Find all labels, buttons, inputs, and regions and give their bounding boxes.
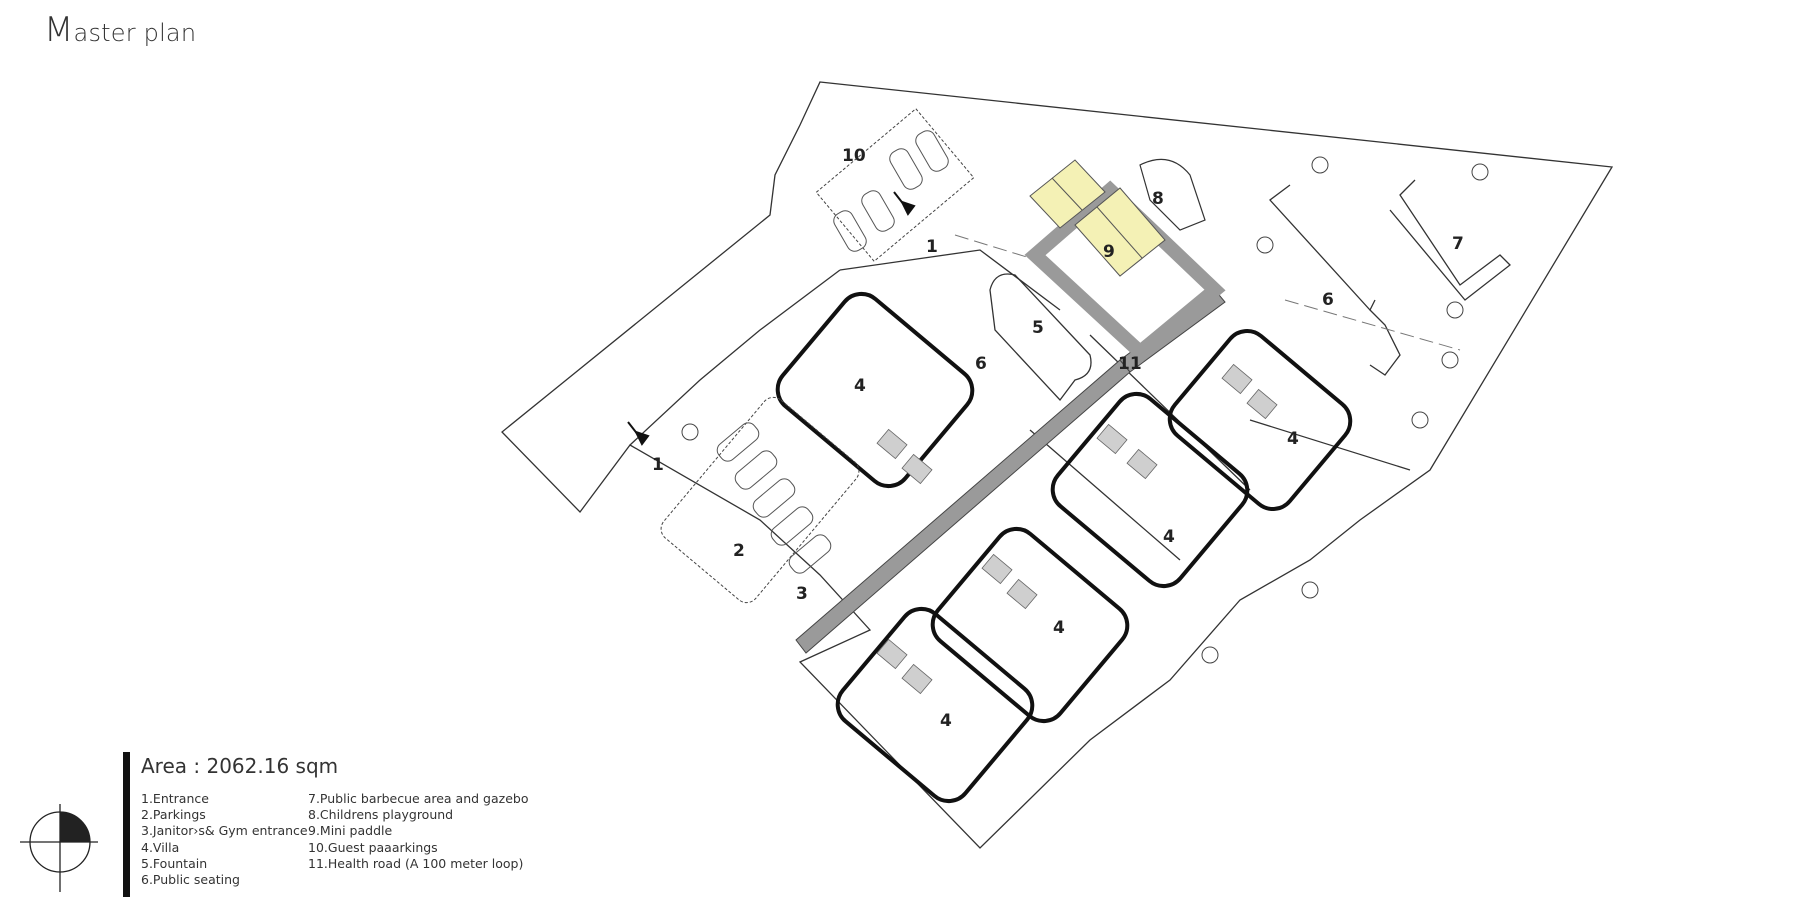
villa-b xyxy=(1050,391,1250,589)
label-entrance-left: 1 xyxy=(652,455,664,475)
label-entrance-top: 1 xyxy=(926,237,938,257)
legend: Area : 2062.16 sqm 1.Entrance 2.Parkings… xyxy=(123,752,583,897)
legend-bar xyxy=(123,752,130,897)
fountain xyxy=(989,273,1092,402)
legend-item: 4.Villa xyxy=(141,839,180,855)
label-janitor: 3 xyxy=(796,584,808,604)
label-playground: 8 xyxy=(1152,189,1164,209)
label-parking: 2 xyxy=(733,541,745,561)
label-villa-a: 4 xyxy=(854,376,866,396)
legend-item: 5.Fountain xyxy=(141,855,208,871)
label-fountain: 5 xyxy=(1032,318,1044,338)
legend-item: 3.Janitor›s& Gym entrance xyxy=(141,823,308,839)
villa-e xyxy=(835,606,1035,804)
villa-c xyxy=(1167,328,1353,512)
legend-item: 2.Parkings xyxy=(141,807,206,823)
label-villa-c: 4 xyxy=(1287,429,1299,449)
legend-item: 6.Public seating xyxy=(141,872,240,888)
label-villa-e: 4 xyxy=(940,711,952,731)
playground xyxy=(1139,158,1206,231)
legend-item: 1.Entrance xyxy=(141,791,209,806)
label-health-road: 11 xyxy=(1118,354,1142,374)
label-paddle: 9 xyxy=(1103,242,1115,262)
label-guest-parking: 10 xyxy=(842,146,866,166)
legend-column-1: 1.Entrance 2.Parkings 3.Janitor›s& Gym e… xyxy=(141,791,308,888)
label-seating-b: 6 xyxy=(1322,290,1334,310)
paddle-ring-road xyxy=(1024,180,1226,362)
page-title: Master plan xyxy=(44,10,197,50)
label-barbecue: 7 xyxy=(1452,234,1464,254)
paddle-courts xyxy=(1029,159,1166,277)
north-arrow-icon xyxy=(20,804,98,892)
villa-d xyxy=(930,526,1130,724)
legend-item: 7.Public barbecue area and gazebo xyxy=(308,791,529,806)
health-road xyxy=(795,359,1131,654)
legend-item: 9.Mini paddle xyxy=(308,823,393,839)
legend-column-2: 7.Public barbecue area and gazebo 8.Chil… xyxy=(308,791,528,872)
villa-a xyxy=(775,291,975,489)
legend-item: 11.Health road (A 100 meter loop) xyxy=(308,855,524,871)
barbecue-area xyxy=(1269,179,1511,376)
tree-icon xyxy=(681,156,1489,664)
site-boundary xyxy=(501,81,1614,849)
area-text: Area : 2062.16 sqm xyxy=(141,754,339,778)
label-seating-a: 6 xyxy=(975,354,987,374)
label-villa-b: 4 xyxy=(1163,527,1175,547)
legend-item: 10.Guest paaarkings xyxy=(308,839,438,855)
entrance-arrow-icon xyxy=(627,191,916,446)
car-icon xyxy=(716,422,760,462)
parking-left xyxy=(660,396,860,604)
parking-guest xyxy=(815,108,975,262)
label-villa-d: 4 xyxy=(1053,618,1065,638)
legend-item: 8.Childrens playground xyxy=(308,807,454,823)
